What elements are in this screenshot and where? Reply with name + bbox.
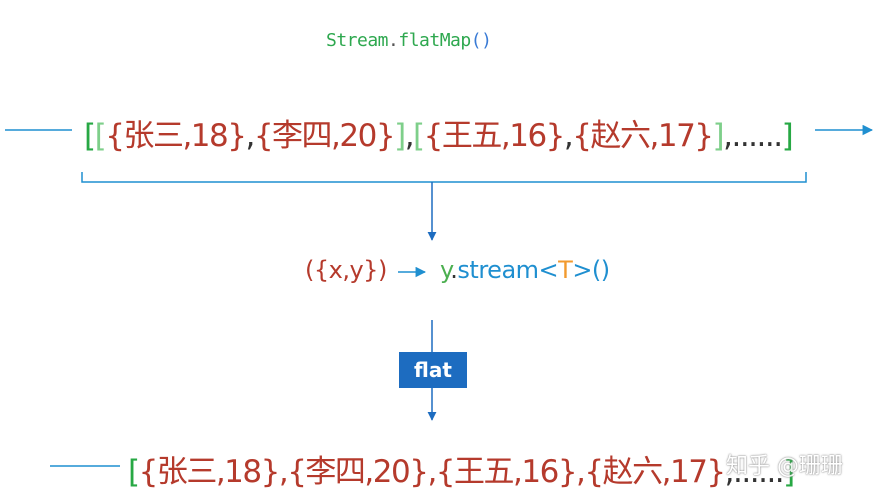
group2-close-bracket: ] bbox=[712, 118, 725, 154]
body-parens: () bbox=[591, 256, 610, 284]
params-open-paren: ( bbox=[305, 256, 314, 284]
body-lt: < bbox=[538, 256, 559, 284]
bottom-content: {张三,18},{李四,20},{王五,16},{赵六,17} bbox=[138, 454, 727, 490]
body-type-param: T bbox=[558, 256, 573, 284]
bottom-close-bracket: ] bbox=[783, 454, 795, 490]
top-outer-open-bracket: [ bbox=[84, 118, 96, 154]
title-parens: () bbox=[470, 30, 492, 51]
group1-open-bracket: [ bbox=[94, 118, 107, 154]
title-dot: . bbox=[388, 30, 399, 51]
element-1: {张三,18} bbox=[105, 118, 247, 154]
element-2: {李四,20} bbox=[253, 118, 396, 154]
group1-close-bracket: ] bbox=[394, 118, 406, 154]
body-var: y bbox=[440, 256, 451, 284]
group2-open-bracket: [ bbox=[413, 118, 425, 154]
diagram-title: Stream.flatMap() bbox=[326, 30, 492, 51]
body-dot: . bbox=[450, 256, 458, 284]
title-method: flatMap bbox=[398, 30, 471, 51]
top-row: [[{张三,18},{李四,20}],[{王五,16},{赵六,17}],...… bbox=[84, 110, 794, 155]
element-4: {赵六,17} bbox=[572, 118, 714, 154]
element-3: {王五,16} bbox=[423, 118, 566, 154]
lambda-params: ({x,y}) bbox=[305, 256, 387, 284]
flat-label-box: flat bbox=[399, 352, 467, 388]
watermark: 知乎 @珊珊 bbox=[726, 454, 843, 479]
comma-3: , bbox=[563, 118, 574, 154]
title-class: Stream bbox=[326, 30, 389, 51]
brace-icon bbox=[81, 172, 807, 183]
body-gt: > bbox=[572, 256, 592, 284]
params-text: {x,y} bbox=[313, 256, 379, 284]
comma-1: , bbox=[245, 118, 255, 154]
comma-2: , bbox=[404, 118, 415, 154]
bottom-open-bracket: [ bbox=[128, 454, 140, 490]
top-ellipsis: ,...... bbox=[723, 118, 783, 154]
bottom-ellipsis: ,...... bbox=[724, 454, 785, 490]
top-outer-close-bracket: ] bbox=[781, 118, 794, 154]
lambda-body: y.stream<T>() bbox=[440, 256, 610, 284]
body-stream: stream bbox=[457, 256, 539, 284]
bottom-row: [{张三,18},{李四,20},{王五,16},{赵六,17},......] bbox=[128, 446, 795, 491]
params-close-paren: ) bbox=[377, 256, 387, 284]
